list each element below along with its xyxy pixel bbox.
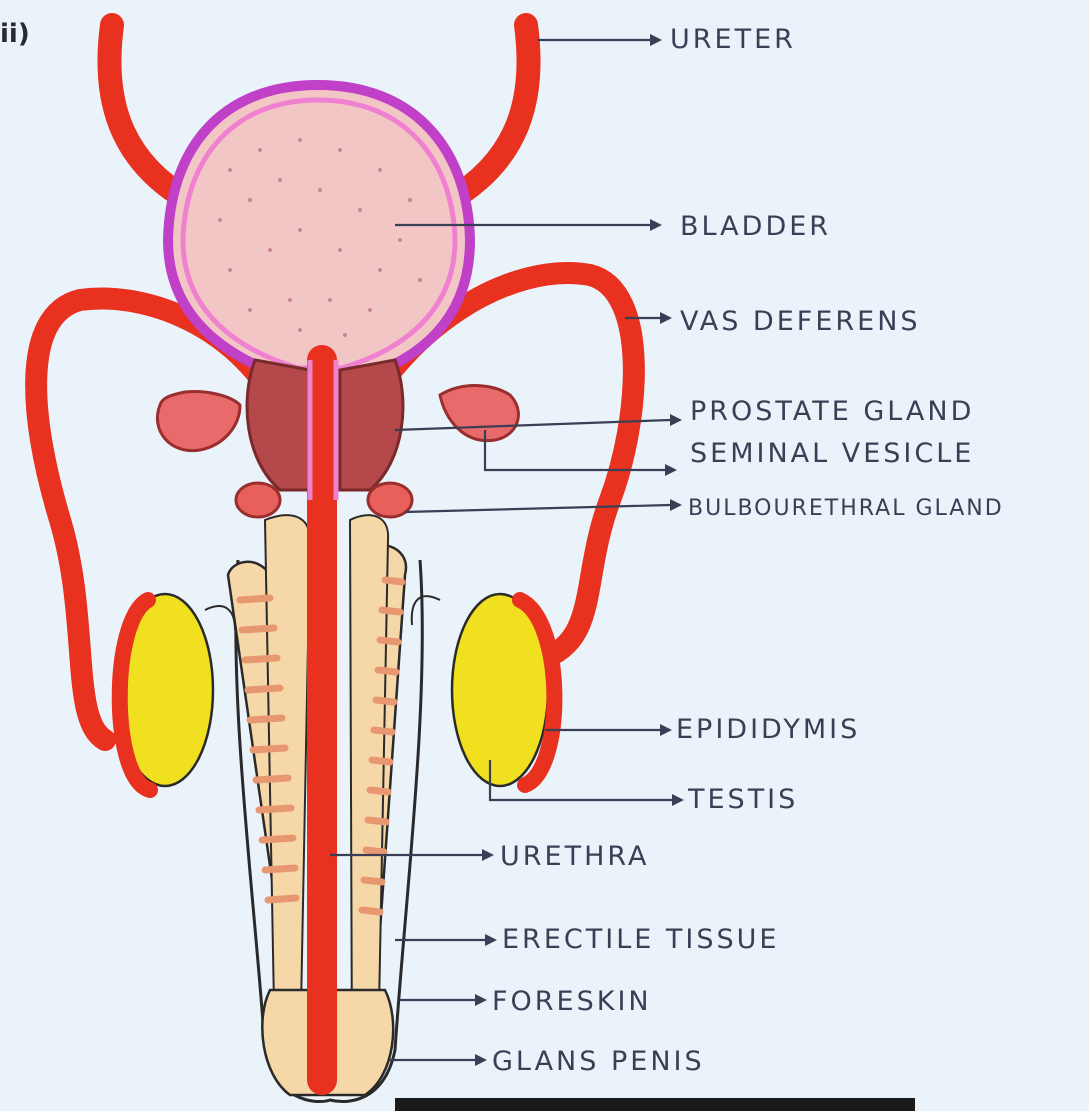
- label-urethra: URETHRA: [500, 841, 650, 872]
- label-erectile-tissue: ERECTILE TISSUE: [502, 924, 779, 955]
- label-bladder: BLADDER: [680, 211, 831, 242]
- question-number: ii): [0, 19, 30, 49]
- bottom-edge-strip: [395, 1098, 915, 1111]
- left-testis: [117, 594, 235, 790]
- urethra: [310, 360, 336, 1080]
- label-testis: TESTIS: [687, 784, 798, 815]
- label-foreskin: FORESKIN: [492, 986, 652, 1017]
- label-glans-penis: GLANS PENIS: [492, 1046, 705, 1077]
- label-bulbourethral-gland: BULBOURETHRAL GLAND: [688, 496, 1004, 521]
- right-testis: [412, 594, 555, 786]
- label-seminal-vesicle: SEMINAL VESICLE: [690, 438, 974, 469]
- bladder: [168, 85, 470, 380]
- label-epididymis: EPIDIDYMIS: [676, 714, 860, 745]
- labels: URETER BLADDER VAS DEFERENS PROSTATE GLA…: [492, 24, 1004, 1077]
- label-vas-deferens: VAS DEFERENS: [680, 306, 921, 337]
- label-prostate-gland: PROSTATE GLAND: [690, 396, 974, 427]
- label-ureter: URETER: [670, 24, 796, 55]
